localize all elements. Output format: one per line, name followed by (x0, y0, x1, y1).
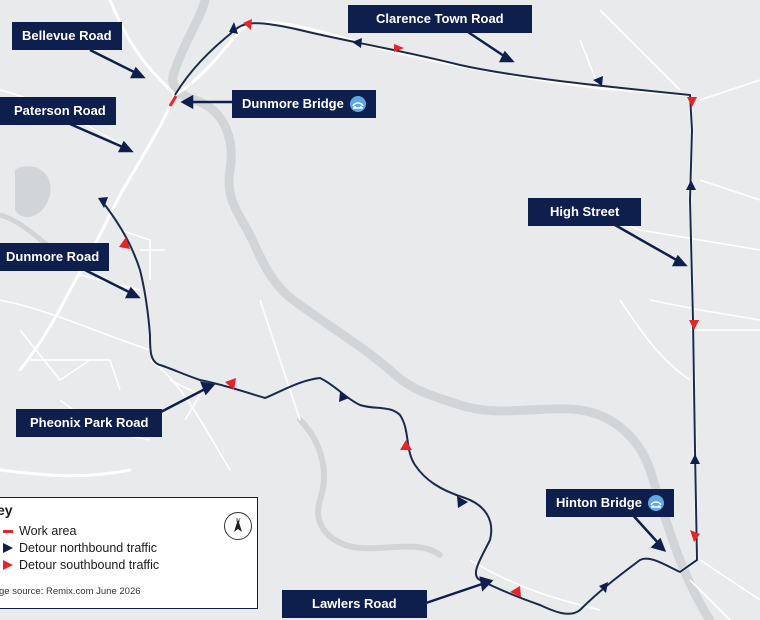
label-hinton-bridge: Hinton Bridge (546, 489, 674, 517)
legend-northbound-label: Detour northbound traffic (19, 541, 158, 555)
label-paterson-road: Paterson Road (0, 97, 116, 125)
label-dunmore-bridge: Dunmore Bridge (232, 90, 376, 118)
north-arrow-2 (352, 38, 362, 48)
north-arrow-4 (686, 180, 696, 190)
compass-letter: N (236, 518, 240, 524)
north-arrow-9 (98, 197, 108, 208)
label-pheonix-park-road: Pheonix Park Road (16, 409, 163, 437)
label-high-street-text: High Street (550, 204, 620, 219)
south-arrow-6 (510, 586, 521, 597)
legend-row-southbound: Detour southbound traffic (3, 558, 159, 572)
north-arrow-7 (457, 496, 468, 508)
detour-route (104, 22, 699, 615)
north-arrow-8 (339, 392, 349, 402)
legend-row-work-area: Work area (3, 524, 76, 538)
label-bellevue-road-text: Bellevue Road (22, 28, 112, 43)
lake (15, 166, 51, 218)
label-pheonix-park-road-text: Pheonix Park Road (30, 415, 149, 430)
south-arrow-8 (225, 378, 236, 390)
bridge-icon (349, 96, 366, 112)
label-paterson-road-text: Paterson Road (14, 103, 106, 118)
label-hinton-bridge-text: Hinton Bridge (556, 495, 642, 510)
legend-row-northbound: Detour northbound traffic (3, 541, 157, 555)
leader-lines (69, 28, 688, 607)
label-lawlers-road: Lawlers Road (282, 590, 427, 618)
north-arrow-1 (229, 22, 238, 34)
label-clarence-town-road: Clarence Town Road (348, 5, 532, 33)
work-area-swatch (3, 529, 13, 533)
river (168, 0, 715, 620)
north-arrow-5 (690, 454, 700, 464)
label-clarence-town-road-text: Clarence Town Road (376, 11, 504, 26)
legend-work-area-label: Work area (19, 524, 77, 538)
southbound-arrow-icon (3, 560, 13, 570)
north-arrow-3 (593, 76, 603, 86)
label-bellevue-road: Bellevue Road (12, 22, 122, 50)
bridge-icon (647, 495, 664, 511)
work-area-marker (168, 95, 178, 107)
north-arrow-icon: N (224, 512, 252, 540)
south-arrow-9 (119, 237, 130, 249)
label-lawlers-road-text: Lawlers Road (312, 596, 397, 611)
north-arrow-6 (599, 582, 608, 593)
northbound-arrows (98, 22, 700, 593)
south-arrow-3 (687, 97, 697, 107)
river-bend (297, 417, 443, 558)
legend-box: ey Work area Detour northbound traffic D… (0, 497, 258, 609)
south-arrow-5 (690, 530, 700, 542)
southbound-arrows (119, 19, 700, 597)
label-dunmore-road: Dunmore Road (0, 243, 110, 271)
legend-southbound-label: Detour southbound traffic (19, 558, 160, 572)
label-high-street: High Street (528, 198, 642, 226)
south-arrow-2 (394, 44, 404, 52)
south-arrow-7 (400, 440, 412, 450)
label-dunmore-road-text: Dunmore Road (6, 249, 100, 264)
legend-source: ge source: Remix.com June 2026 (0, 586, 141, 597)
south-arrow-4 (689, 320, 699, 330)
label-dunmore-bridge-text: Dunmore Bridge (242, 96, 344, 111)
legend-title: ey (0, 502, 13, 518)
northbound-arrow-icon (3, 543, 13, 553)
south-arrow-1 (243, 19, 252, 30)
